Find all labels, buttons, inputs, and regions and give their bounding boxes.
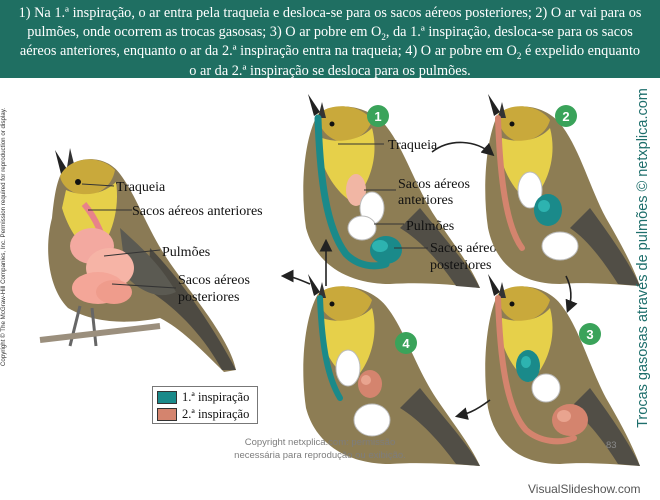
- legend-first: 1.ª inspiração: [157, 389, 253, 406]
- watermark: VisualSlideshow.com: [528, 482, 641, 496]
- side-caption: Trocas gasosas através de pulmões © netx…: [635, 88, 655, 428]
- large-bird-illustration: Traqueia Sacos aéreos anteriores Pulmões…: [40, 148, 263, 372]
- panel-label-lungs: Pulmões: [406, 219, 454, 234]
- step-1-badge: 1: [374, 109, 381, 124]
- legend-first-label: 1.ª inspiração: [182, 390, 249, 405]
- legend-first-swatch: [157, 391, 177, 404]
- label-lungs: Pulmões: [162, 245, 210, 260]
- arrow-to-main: [284, 276, 310, 284]
- panel-label-trachea: Traqueia: [388, 138, 438, 153]
- panel-label-anterior-2: anteriores: [398, 193, 453, 208]
- legend-second-label: 2.ª inspiração: [182, 407, 249, 422]
- header-line-3-end: é expelido enquanto: [521, 43, 640, 59]
- step-2-badge: 2: [562, 109, 569, 124]
- footer-line-1: Copyright netxplica.com: permissão: [245, 437, 395, 448]
- legend-second: 2.ª inspiração: [157, 406, 253, 423]
- label-trachea: Traqueia: [116, 180, 166, 195]
- step-3-badge: 3: [586, 327, 593, 342]
- header-line-1: 1) Na 1.ª inspiração, o ar entra pela tr…: [19, 5, 642, 21]
- header-banner: 1) Na 1.ª inspiração, o ar entra pela tr…: [0, 0, 660, 78]
- legend: 1.ª inspiração 2.ª inspiração: [152, 386, 258, 424]
- label-posterior-sacs-2: posteriores: [178, 290, 239, 305]
- legend-second-swatch: [157, 408, 177, 421]
- panel-3-bird: 3: [485, 274, 640, 466]
- panel-label-posterior-1: Sacos aéreos: [430, 241, 502, 256]
- label-posterior-sacs-1: Sacos aéreos: [178, 273, 250, 288]
- step-4-badge: 4: [402, 336, 410, 351]
- header-line-2-end: , da 1.ª inspiração, desloca-se para os …: [386, 24, 633, 40]
- panel-2-bird: 2: [485, 94, 640, 286]
- label-anterior-sacs: Sacos aéreos anteriores: [132, 204, 263, 219]
- header-line-4: o ar da 2.ª inspiração se desloca para o…: [189, 63, 470, 79]
- panel-label-posterior-2: posteriores: [430, 258, 491, 273]
- arrow-1-to-2: [432, 142, 492, 154]
- header-line-3: aéreos anteriores, enquanto o ar da 2.ª …: [20, 43, 517, 59]
- panel-1-bird: 1 Traqueia Sacos aéreos anteriores Pulmõ…: [303, 94, 502, 288]
- copyright-vertical: Copyright © The McGraw-Hill Companies, I…: [0, 82, 10, 392]
- arrow-3-to-4: [458, 400, 490, 416]
- footer-copyright: Copyright netxplica.com: permissão neces…: [200, 436, 440, 462]
- panel-label-anterior-1: Sacos aéreos: [398, 177, 470, 192]
- footer-line-2: necessária para reprodução ou exibição.: [234, 450, 406, 461]
- header-line-2: pulmões, onde ocorrem as trocas gasosas;…: [27, 24, 381, 40]
- page-number: 83: [606, 440, 617, 451]
